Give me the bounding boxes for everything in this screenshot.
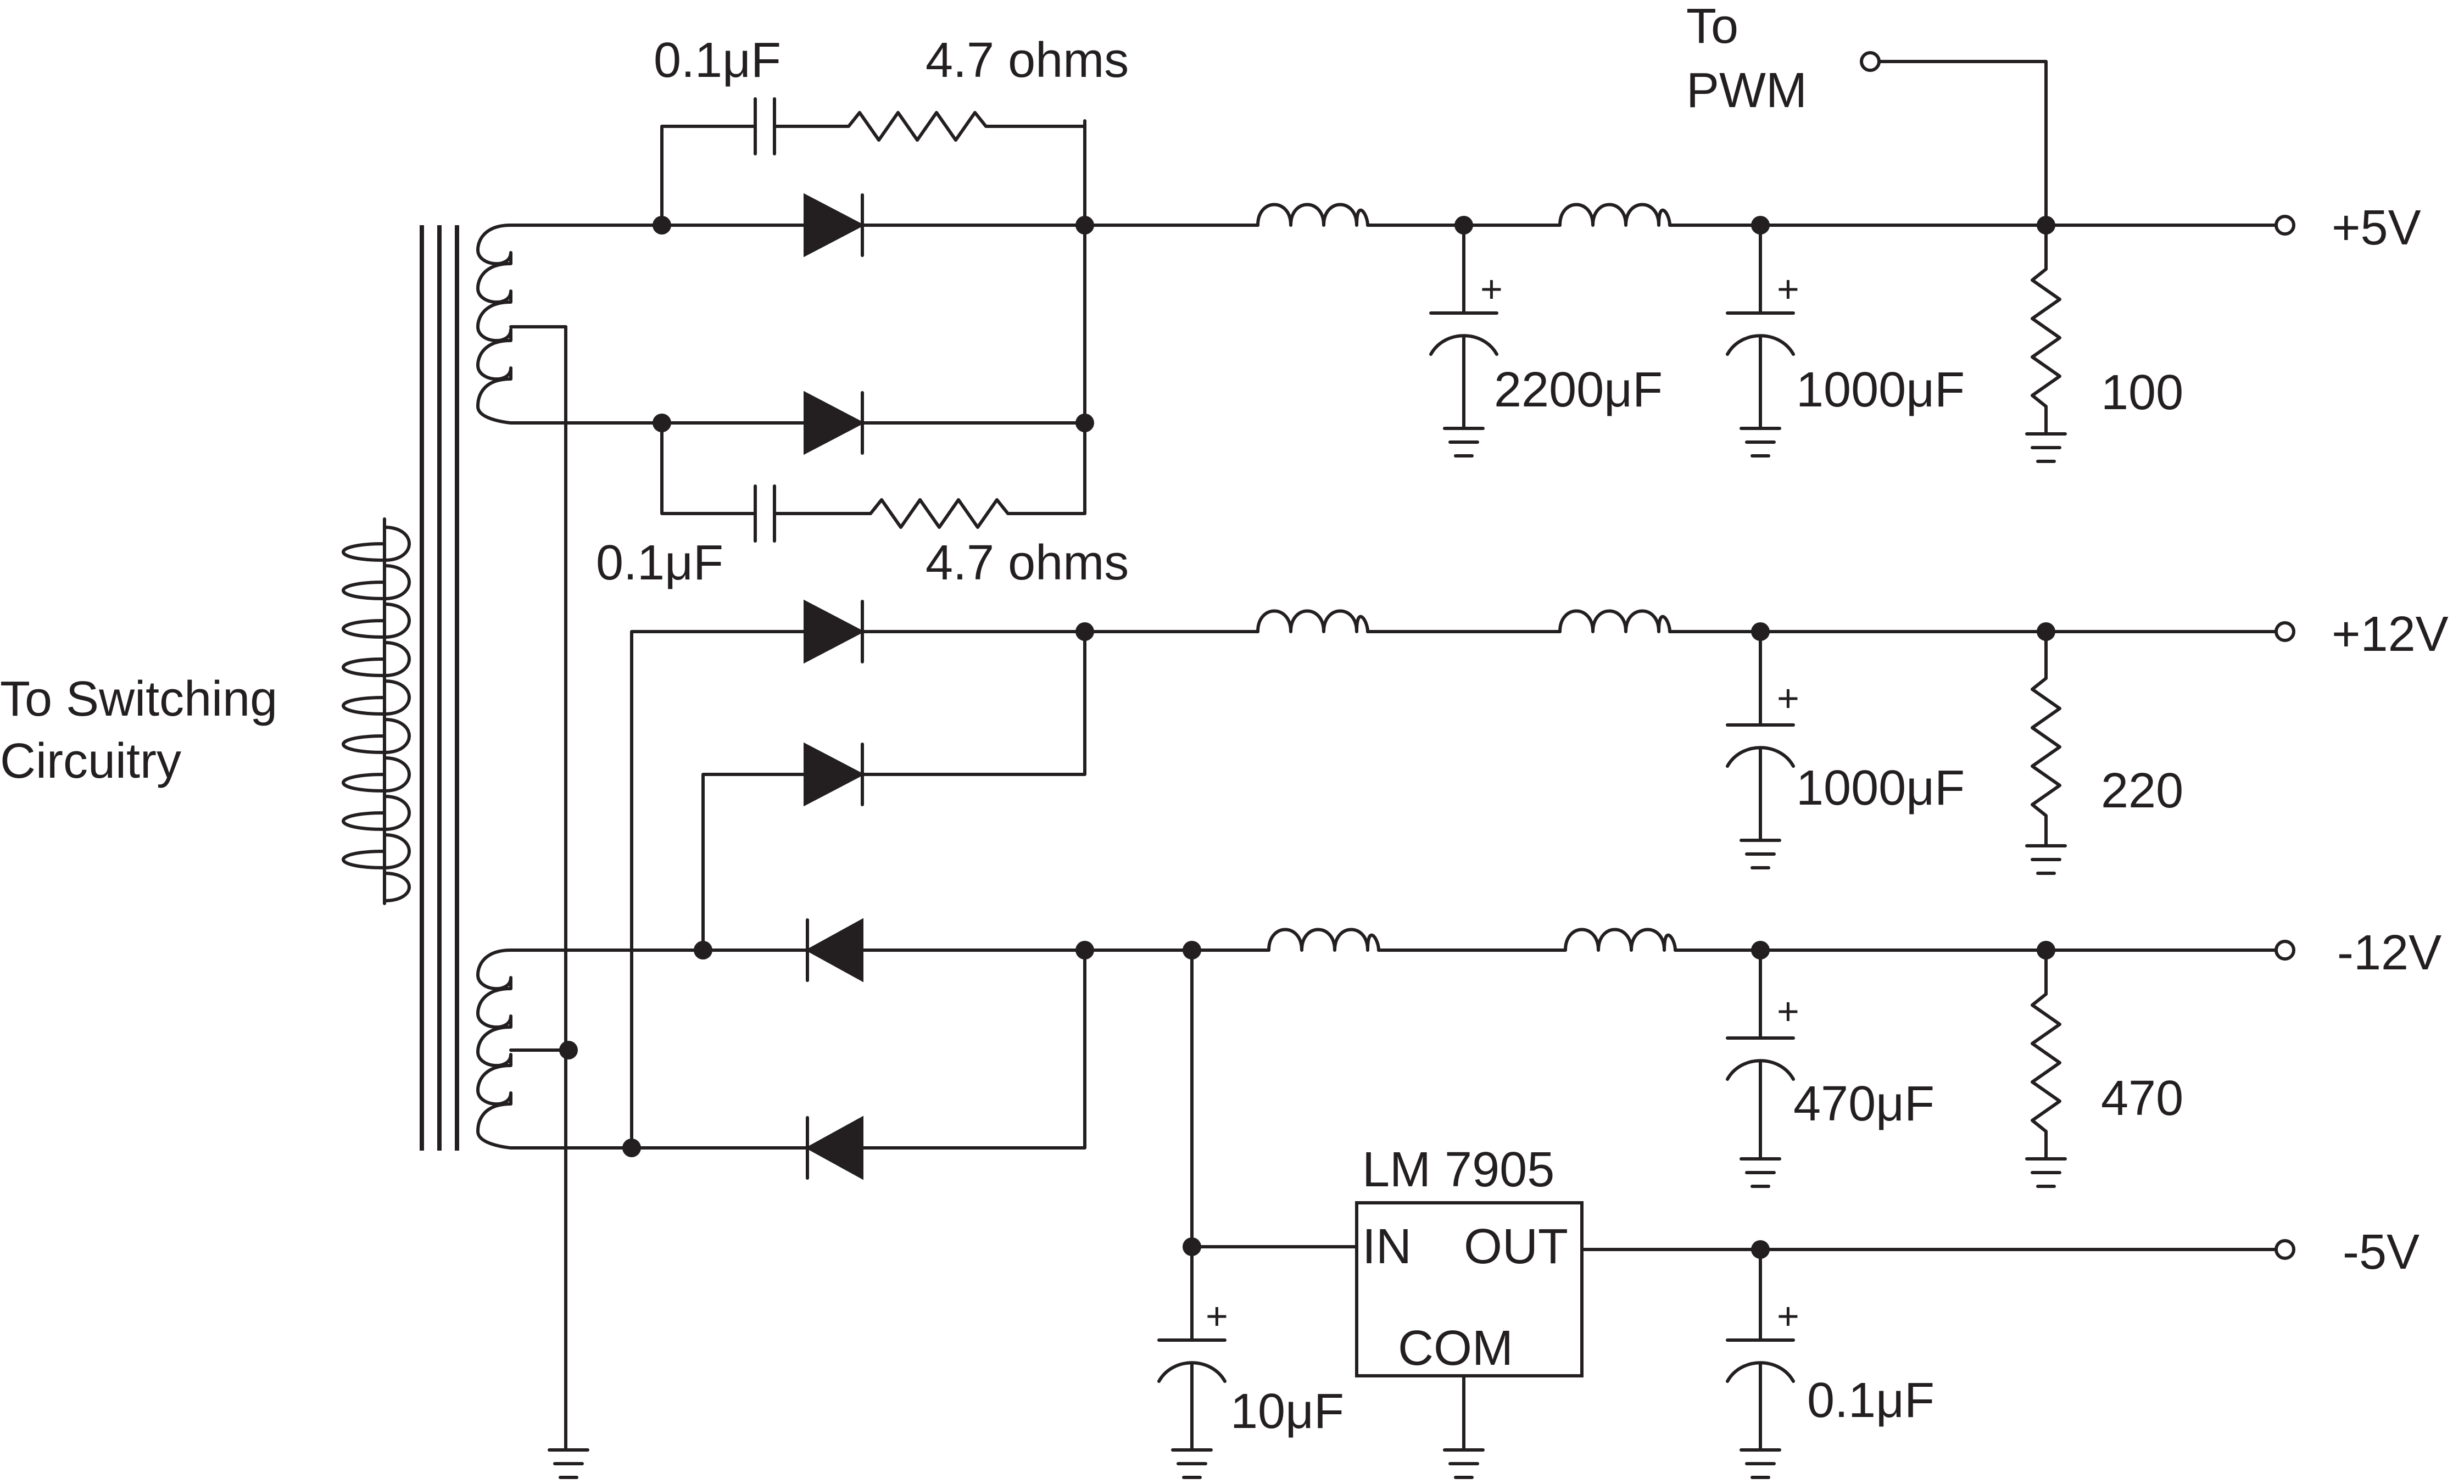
output-terminal-5v: [2275, 215, 2295, 236]
output-label-n5v: -5V: [2343, 1225, 2420, 1280]
inductor-n12v-1: [1267, 928, 1380, 952]
capacitor-0.1uf-out: [1726, 1248, 1795, 1479]
regulator-in-pin: IN: [1362, 1219, 1412, 1274]
plus-sign: +: [1777, 1295, 1799, 1337]
cap-2200-label: 2200μF: [1494, 362, 1663, 417]
regulator-name: LM 7905: [1362, 1142, 1554, 1197]
snubber-top-res-label: 4.7 ohms: [926, 33, 1129, 88]
capacitor-470uf: [1726, 949, 1795, 1188]
junction-dot: [559, 1041, 578, 1059]
capacitor-10uf: [1157, 1338, 1227, 1479]
cap-470-label: 470μF: [1793, 1076, 1935, 1131]
junction-dot: [1075, 941, 1094, 959]
plus-sign: +: [1777, 267, 1799, 310]
to-switching-label-line2: Circuitry: [0, 734, 181, 789]
inductor-12v-1: [1256, 609, 1369, 633]
to-pwm-label-line1: To: [1686, 0, 1738, 54]
ground-symbol-transformer: [548, 1448, 589, 1479]
res-100-label: 100: [2101, 365, 2183, 420]
primary-winding: [342, 517, 411, 905]
secondary-winding-bottom: [476, 949, 562, 1150]
output-label-n12v: -12V: [2337, 925, 2441, 980]
regulator-lm7905: [1355, 1201, 1584, 1377]
pwm-feedback-wire: [1877, 60, 2048, 227]
pwm-terminal: [1860, 51, 1881, 72]
diode-n12v-a: [805, 918, 863, 983]
diode-n12v-b: [805, 1115, 863, 1180]
secondary-winding-top: [476, 224, 562, 425]
junction-dot: [622, 1139, 641, 1157]
cap-10uf-label: 10μF: [1230, 1384, 1344, 1439]
inductor-5v-1: [1256, 203, 1369, 227]
cap-0.1uf-out-label: 0.1μF: [1807, 1373, 1935, 1428]
plus-sign: +: [1480, 267, 1503, 310]
snubber-bottom-cap-label: 0.1μF: [596, 535, 723, 590]
diode-5v-b: [804, 390, 865, 455]
resistor-220: [2025, 630, 2067, 875]
plus-sign: +: [1777, 677, 1799, 719]
cap-1000-5v-label: 1000μF: [1796, 362, 1965, 417]
transformer: [342, 224, 567, 1151]
output-label-12v: +12V: [2332, 607, 2449, 662]
inductor-n12v-2: [1564, 928, 1677, 952]
to-switching-label-line1: To Switching: [0, 672, 277, 727]
transformer-core: [420, 225, 459, 1151]
snubber-top-cap-label: 0.1μF: [654, 33, 781, 88]
junction-dot: [1075, 622, 1094, 641]
output-terminal-n12v: [2275, 940, 2295, 961]
capacitor-2200uf: [1429, 224, 1498, 458]
capacitor-1000uf-12v: [1726, 630, 1795, 869]
resistor-470: [2025, 949, 2067, 1188]
resistor-100: [2025, 224, 2067, 463]
diode-12v-a: [804, 599, 865, 664]
diode-12v-b: [804, 742, 865, 807]
inductor-12v-2: [1558, 609, 1671, 633]
inductor-5v-2: [1558, 203, 1671, 227]
snubber-bottom-res-label: 4.7 ohms: [926, 535, 1129, 590]
snubber-bottom: [660, 421, 1086, 543]
output-terminal-12v: [2275, 621, 2295, 642]
plus-sign: +: [1777, 990, 1799, 1033]
ground-symbol-regulator: [1443, 1374, 1485, 1479]
res-470-label: 470: [2101, 1071, 2183, 1126]
to-pwm-label-line2: PWM: [1686, 63, 1807, 118]
regulator-out-pin: OUT: [1464, 1219, 1568, 1274]
output-terminal-n5v: [2275, 1239, 2295, 1260]
regulator-com-pin: COM: [1398, 1321, 1513, 1376]
capacitor-1000uf-5v: [1726, 224, 1795, 458]
res-220-label: 220: [2101, 763, 2183, 818]
plus-sign: +: [1206, 1295, 1228, 1337]
cap-1000-12v-label: 1000μF: [1796, 761, 1965, 816]
snubber-top: [660, 97, 1086, 227]
diode-5v-a: [804, 193, 865, 258]
junction-dot: [694, 941, 712, 959]
output-label-5v: +5V: [2332, 200, 2421, 255]
